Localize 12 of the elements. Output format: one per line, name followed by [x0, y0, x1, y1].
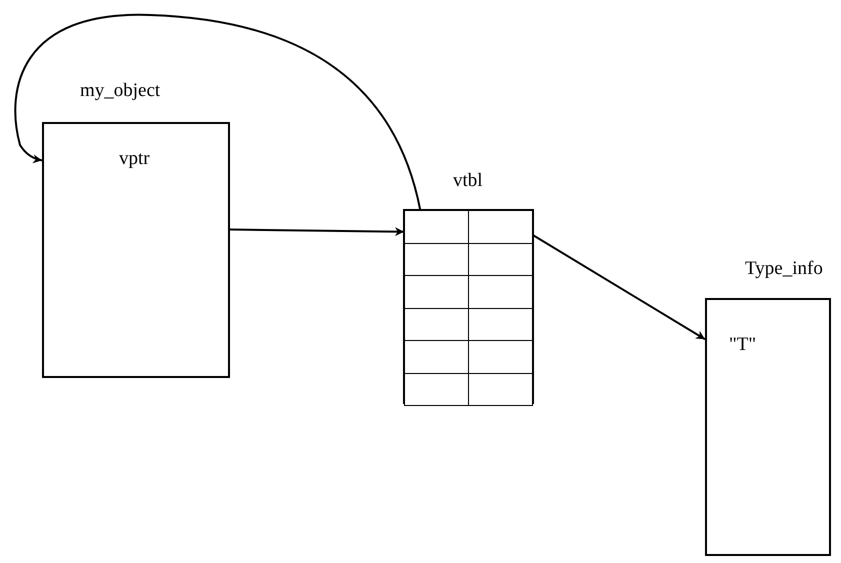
arrow	[230, 227, 404, 236]
block-label: Type_info	[745, 258, 823, 280]
table-cell	[404, 210, 469, 244]
block-label: my_object	[80, 80, 160, 102]
table-cell	[468, 372, 533, 406]
block-label: vtbl	[453, 170, 483, 192]
field-label: vptr	[119, 148, 150, 170]
table-cell	[404, 372, 469, 406]
table-cell	[468, 210, 533, 244]
field-label: "T"	[729, 334, 756, 356]
arrow	[14, 14, 422, 210]
arrow	[532, 234, 706, 340]
